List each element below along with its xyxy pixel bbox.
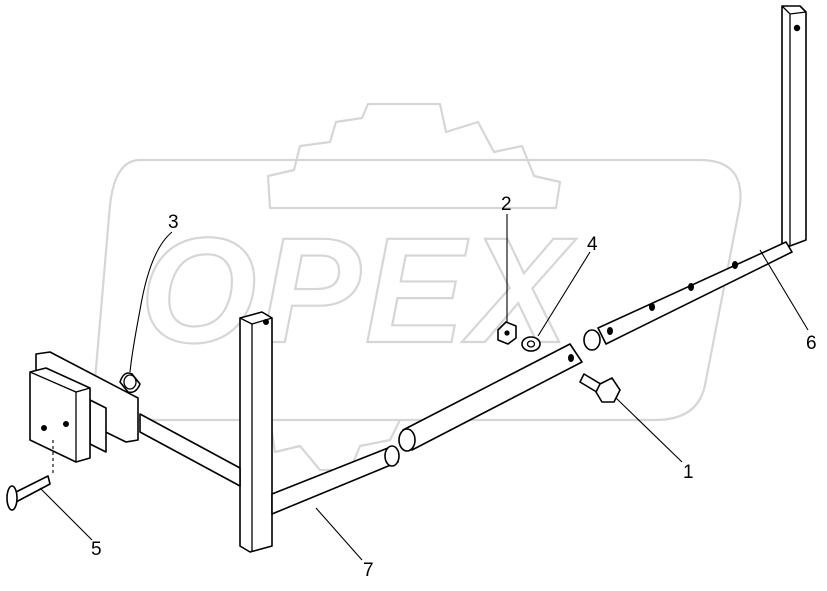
part-4-washer	[521, 336, 541, 352]
part-1-bolt	[579, 373, 621, 403]
part-6-right-bracket	[583, 5, 807, 351]
leader-4	[537, 251, 591, 337]
callout-7: 7	[363, 560, 374, 581]
leader-1	[615, 397, 683, 463]
watermark-logo: OPEX	[92, 102, 742, 472]
leader-5	[39, 487, 93, 541]
leader-lines	[39, 214, 809, 561]
clamp-plate-assembly	[29, 351, 139, 476]
callout-labels: 3 2 4 6 1 5 7	[91, 194, 817, 581]
callout-1: 1	[683, 462, 694, 483]
part-5-pin	[6, 475, 51, 511]
part-3-clip-ring	[119, 372, 141, 394]
part-2-nut	[497, 321, 517, 345]
callout-3: 3	[168, 212, 179, 233]
leader-3	[129, 231, 173, 373]
callout-5: 5	[91, 539, 102, 560]
leader-7	[315, 507, 363, 561]
callout-4: 4	[587, 234, 598, 255]
part-7-left-bracket	[139, 311, 400, 553]
leader-6	[759, 249, 809, 331]
callout-6: 6	[806, 333, 817, 354]
middle-tube	[398, 343, 583, 452]
watermark-text: OPEX	[140, 206, 577, 374]
callout-2: 2	[501, 194, 512, 215]
